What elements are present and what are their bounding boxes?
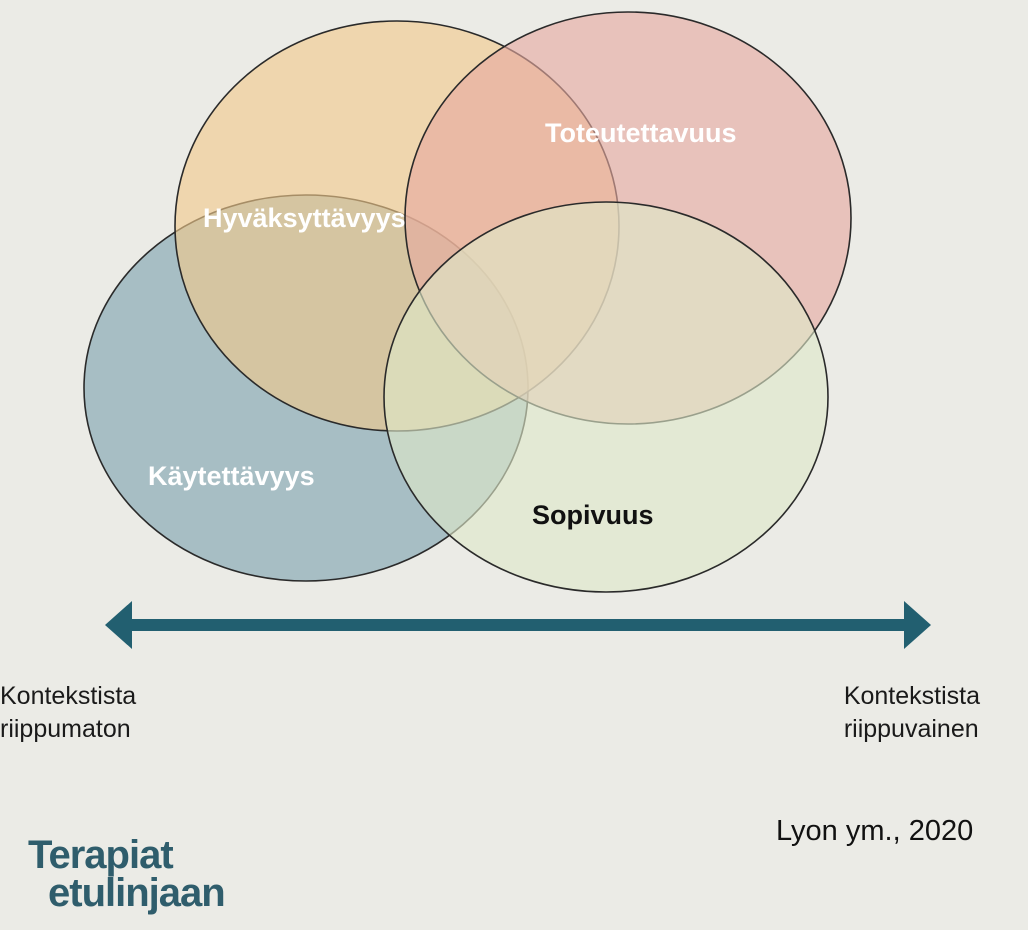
axis-left-line2: riippumaton: [0, 715, 131, 743]
axis-left-line1: Kontekstista: [0, 682, 137, 710]
label-kaytettavyys: Käytettävyys: [148, 461, 315, 491]
label-sopivuus: Sopivuus: [532, 500, 654, 530]
axis-right-line1: Kontekstista: [843, 682, 980, 710]
axis-label-right: Kontekstista riippuvainen: [844, 680, 980, 746]
circle-sopivuus: [383, 201, 829, 593]
venn-diagram: Käytettävyys Hyväksyttävyys Toteutettavu…: [83, 11, 931, 649]
double-headed-arrow: [105, 601, 931, 649]
citation: Lyon ym., 2020: [776, 815, 974, 847]
venn-circles: [83, 11, 852, 593]
brand-logo: Terapiat etulinjaan: [28, 833, 226, 915]
logo-line2: etulinjaan: [48, 871, 226, 915]
axis-label-left: Kontekstista riippumaton: [0, 680, 136, 746]
axis-right-line2: riippuvainen: [843, 715, 979, 743]
label-toteutettavuus: Toteutettavuus: [545, 118, 737, 148]
label-hyvaksyttavyys: Hyväksyttävyys: [203, 203, 406, 233]
logo-line1: Terapiat: [28, 833, 174, 877]
